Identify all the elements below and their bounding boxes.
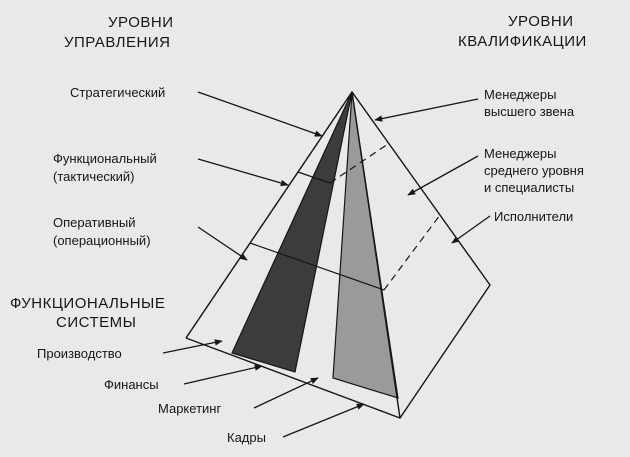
level-lines — [185, 91, 441, 339]
arrow-finance — [183, 364, 263, 385]
arrow-personnel — [282, 403, 365, 438]
arrow-functional — [197, 158, 289, 187]
functional-systems-title-line2: СИСТЕМЫ — [56, 314, 136, 331]
label-middle-managers-line2: среднего уровня — [484, 163, 584, 178]
finance-wedge — [231, 91, 353, 373]
arrow-middle-managers — [407, 155, 479, 196]
arrow-top-managers — [374, 98, 479, 122]
label-top-managers-line1: Менеджеры — [484, 87, 556, 102]
label-top-managers-line2: высшего звена — [484, 104, 575, 119]
label-functional-line1: Функциональный — [53, 151, 157, 166]
arrow-executors — [451, 215, 491, 244]
arrow-operational — [197, 226, 248, 261]
management-header-line2: УПРАВЛЕНИЯ — [64, 34, 170, 51]
qualification-header-line1: УРОВНИ — [508, 13, 574, 30]
label-operational-line1: Оперативный — [53, 215, 135, 230]
label-functional-line2: (тактический) — [53, 169, 134, 184]
label-operational-line2: (операционный) — [53, 233, 151, 248]
label-marketing: Маркетинг — [158, 401, 221, 416]
qualification-header-line2: КВАЛИФИКАЦИИ — [458, 33, 587, 50]
label-middle-managers-line3: и специалисты — [484, 180, 574, 195]
functional-systems-title-line1: ФУНКЦИОНАЛЬНЫЕ — [10, 295, 165, 312]
label-production: Производство — [37, 346, 122, 361]
arrow-strategic — [197, 91, 323, 137]
label-finance: Финансы — [104, 377, 159, 392]
label-strategic: Стратегический — [70, 85, 165, 100]
arrow-marketing — [253, 377, 319, 409]
label-middle-managers-line1: Менеджеры — [484, 146, 556, 161]
management-header-line1: УРОВНИ — [108, 14, 174, 31]
label-executors: Исполнители — [494, 209, 573, 224]
arrow-production — [162, 339, 223, 354]
label-personnel: Кадры — [227, 430, 266, 445]
